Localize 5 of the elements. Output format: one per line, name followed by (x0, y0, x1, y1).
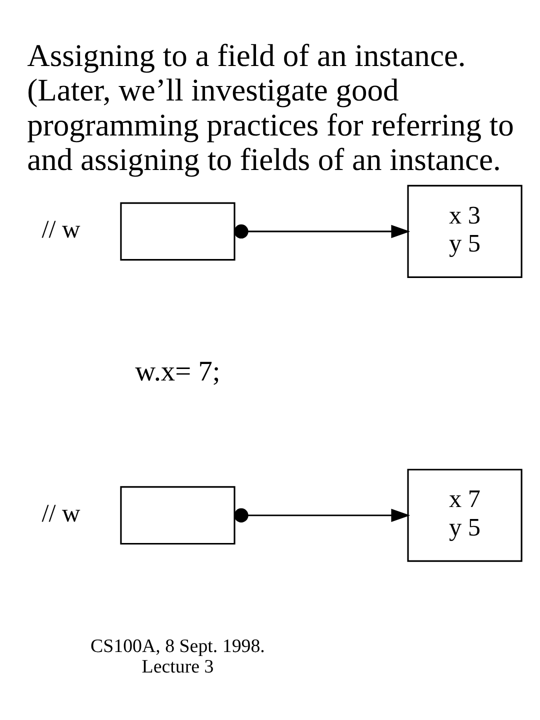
label: w.x= 7; (135, 356, 220, 388)
label: CS100A, 8 Sept. 1998. Lecture 3 (90, 636, 265, 678)
diagram-title: Assigning to a field of an instance. (Later, we’ll investigate good programming practices for referring to and assigning to fields of an instance. (27, 38, 514, 177)
node-label: // w (42, 500, 80, 528)
node-label: // w (42, 216, 80, 244)
